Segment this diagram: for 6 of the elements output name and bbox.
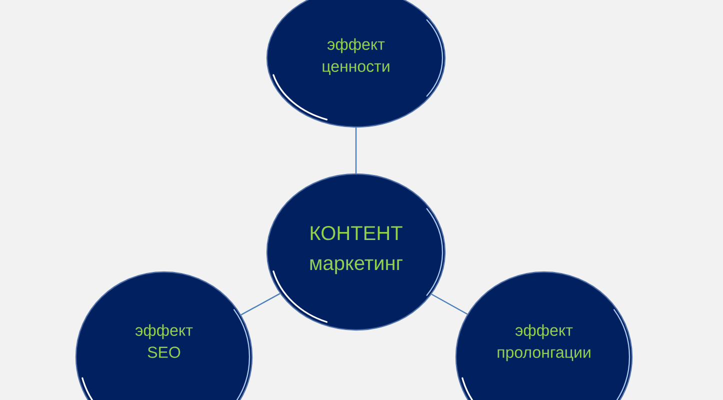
ellipse-node: КОНТЕНТ маркетинг (266, 173, 446, 331)
ellipse-node: эффект SEO (75, 271, 253, 400)
ellipse-node: эффект пролонгации (455, 271, 633, 400)
connector-line (240, 293, 280, 316)
connector-line (431, 294, 468, 315)
connector-line (355, 128, 357, 174)
